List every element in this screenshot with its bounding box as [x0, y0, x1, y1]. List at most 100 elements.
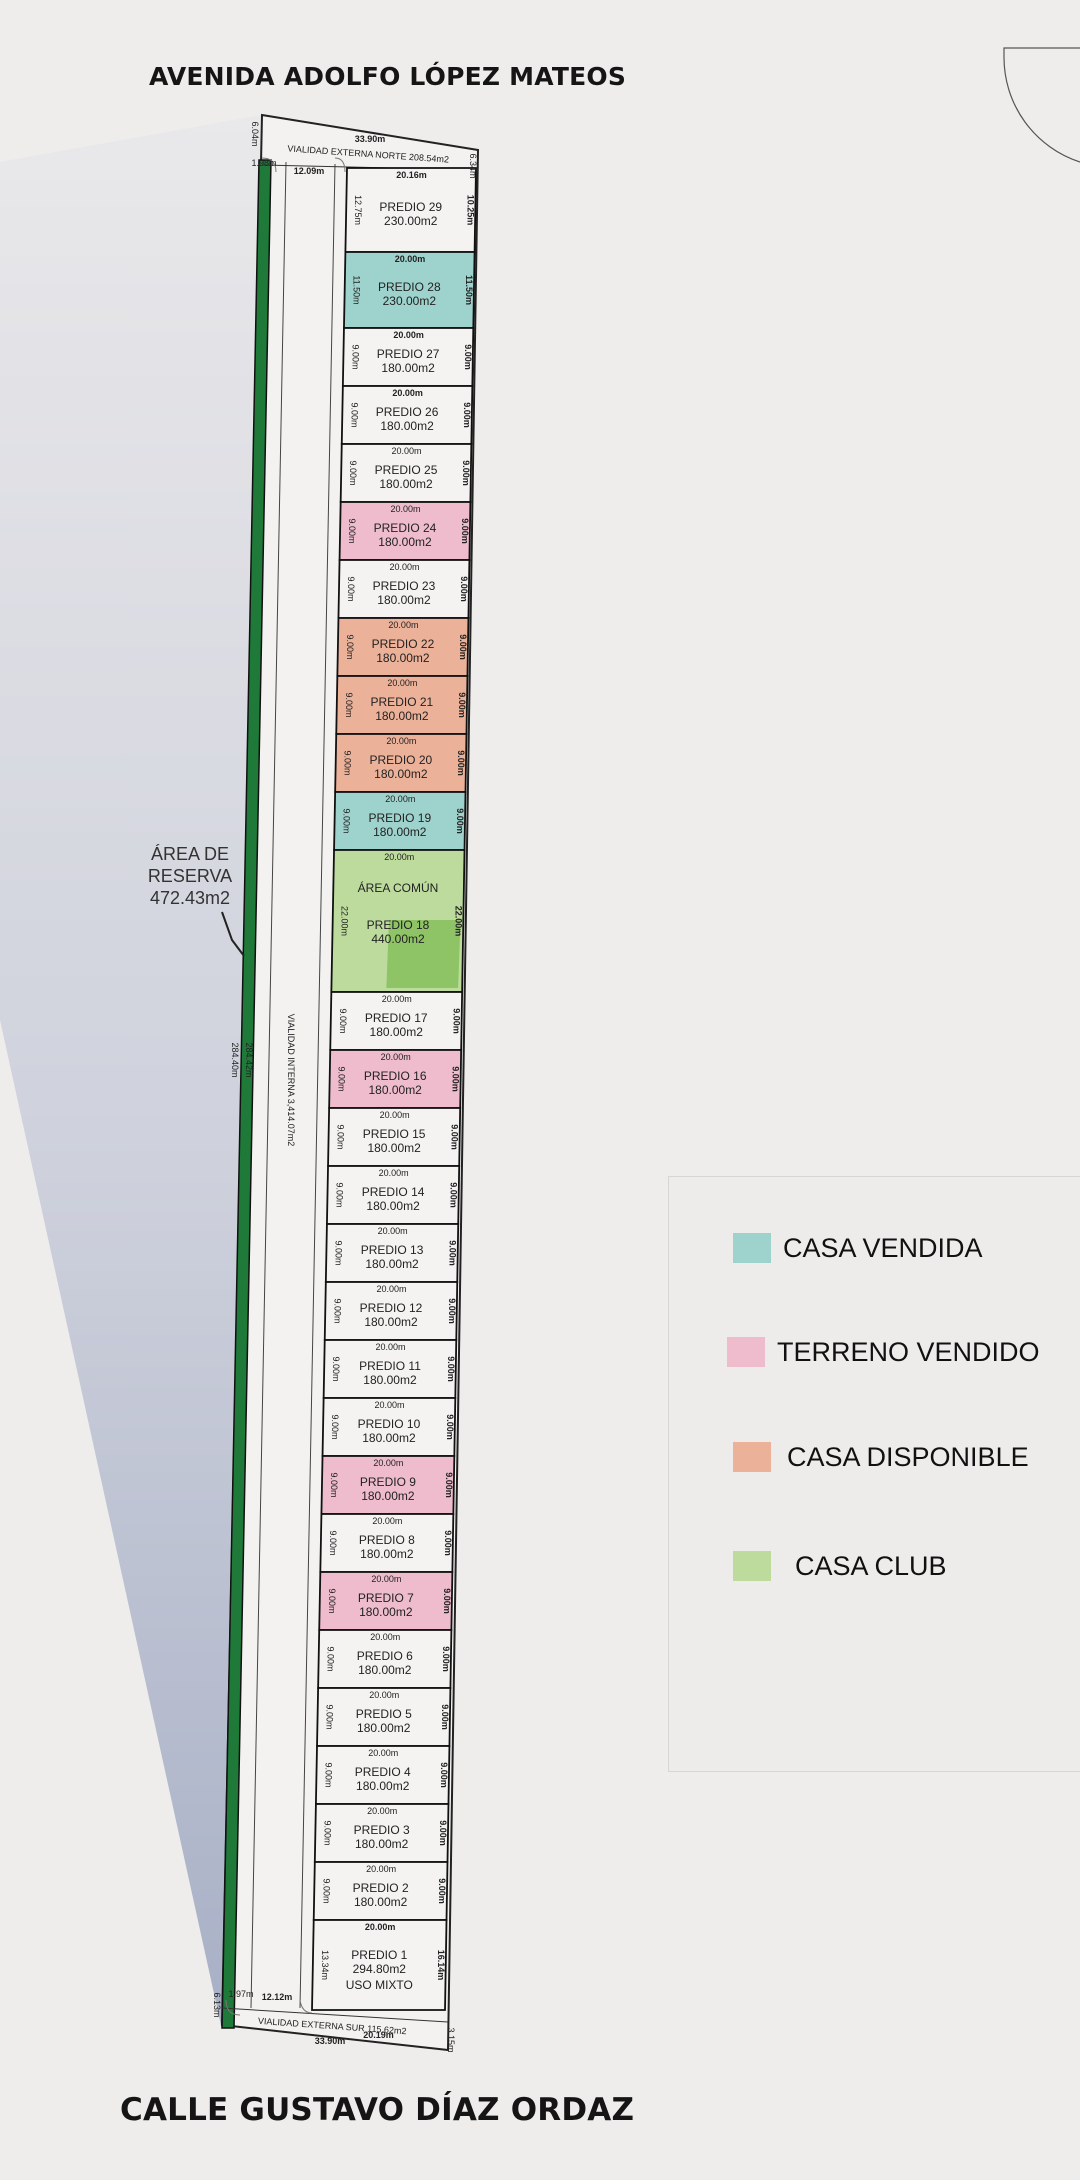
lot-width-label: 20.00m: [373, 1458, 403, 1468]
lot-name: PREDIO 9: [360, 1475, 416, 1489]
legend-item-casa-club: CASA CLUB: [669, 1547, 1080, 1581]
legend-label: TERRENO VENDIDO: [777, 1337, 1040, 1367]
legend-label: CASA DISPONIBLE: [787, 1442, 1029, 1472]
lot-right-dim: 9.00m: [452, 1008, 462, 1034]
lot-width-label: 20.00m: [371, 1574, 401, 1584]
lot-name: PREDIO 15: [363, 1127, 426, 1141]
lot-left-dim: 9.00m: [322, 1820, 332, 1845]
lot-left-dim: 9.00m: [332, 1298, 342, 1323]
perspective-wedge: [0, 115, 262, 2030]
lot-width-label: 20.00m: [379, 1168, 409, 1178]
road-line-b: [299, 163, 336, 2009]
lot-left-dim: 9.00m: [336, 1124, 346, 1149]
lot-area: 180.00m2: [362, 1431, 416, 1445]
lot-left-dim: 9.00m: [325, 1704, 335, 1729]
lot-name: PREDIO 18: [367, 918, 430, 932]
lot-right-dim: 9.00m: [441, 1646, 451, 1672]
lot-right-dim: 9.00m: [458, 634, 468, 660]
lot-name: PREDIO 16: [364, 1069, 427, 1083]
lot-left-dim: 9.00m: [329, 1472, 339, 1497]
lot-width-label: 20.00m: [385, 794, 415, 804]
turn-se: [299, 1999, 313, 2014]
lot-area: 180.00m2: [365, 1257, 419, 1271]
lot-area: 294.80m2: [353, 1962, 407, 1976]
lot-width-label: 20.00m: [372, 1516, 402, 1526]
lot-left-dim: 9.00m: [338, 1008, 348, 1033]
legend-swatch: [733, 1233, 771, 1263]
bottom-left-a-label: 6.13m: [212, 1992, 222, 2017]
lot-width-label: 20.00m: [369, 1690, 399, 1700]
lot-width-label: 20.00m: [378, 1226, 408, 1236]
lot-left-dim: 9.00m: [326, 1646, 336, 1671]
lot-width-label: 20.00m: [391, 504, 421, 514]
lot-left-dim: 9.00m: [343, 750, 353, 775]
lot-area: 180.00m2: [377, 593, 431, 607]
lot-area: 180.00m2: [358, 1663, 412, 1677]
bottom-right-label: 3.15m: [446, 2027, 456, 2052]
lot-left-dim: 9.00m: [345, 634, 355, 659]
lot-area: 180.00m2: [355, 1837, 409, 1851]
lot-area: 180.00m2: [354, 1895, 408, 1909]
lot-right-dim: 9.00m: [446, 1356, 456, 1382]
bottom-left-b-label: 1.97m: [228, 1989, 253, 1999]
lot-area: 230.00m2: [384, 214, 438, 228]
lot-right-dim: 9.00m: [438, 1820, 448, 1846]
lot-left-dim: 11.50m: [352, 275, 362, 304]
lot-right-dim: 9.00m: [451, 1066, 461, 1092]
lot-left-dim: 9.00m: [330, 1414, 340, 1439]
legend-swatch: [733, 1442, 771, 1472]
lot-left-dim: 9.00m: [333, 1240, 343, 1265]
top-inner-label: 12.09m: [294, 166, 325, 176]
lot-width-label: 20.00m: [392, 446, 422, 456]
lot-name: PREDIO 23: [373, 579, 436, 593]
turn-sw: [225, 1999, 241, 2016]
lot-area: 230.00m2: [383, 294, 437, 308]
lot-name: PREDIO 5: [356, 1707, 412, 1721]
lot-left-dim: 9.00m: [331, 1356, 341, 1381]
lot-width-label: 20.00m: [395, 254, 426, 264]
lot-area: 180.00m2: [357, 1721, 411, 1735]
lot-width-label: 20.00m: [367, 1806, 397, 1816]
lot-right-dim: 9.00m: [445, 1414, 455, 1440]
lot-name: PREDIO 21: [371, 695, 434, 709]
lot-left-dim: 9.00m: [346, 576, 356, 601]
lot-extra-label: ÁREA COMÚN: [358, 880, 439, 895]
lot-right-dim: 9.00m: [455, 808, 465, 834]
reserve-line-1: ÁREA DE: [150, 844, 230, 864]
lot-right-dim: 10.25m: [465, 195, 475, 226]
lot-name: PREDIO 24: [374, 521, 437, 535]
lot-area: 180.00m2: [381, 361, 435, 375]
common-area-shape: [386, 920, 461, 988]
lot-name: PREDIO 29: [379, 200, 442, 214]
